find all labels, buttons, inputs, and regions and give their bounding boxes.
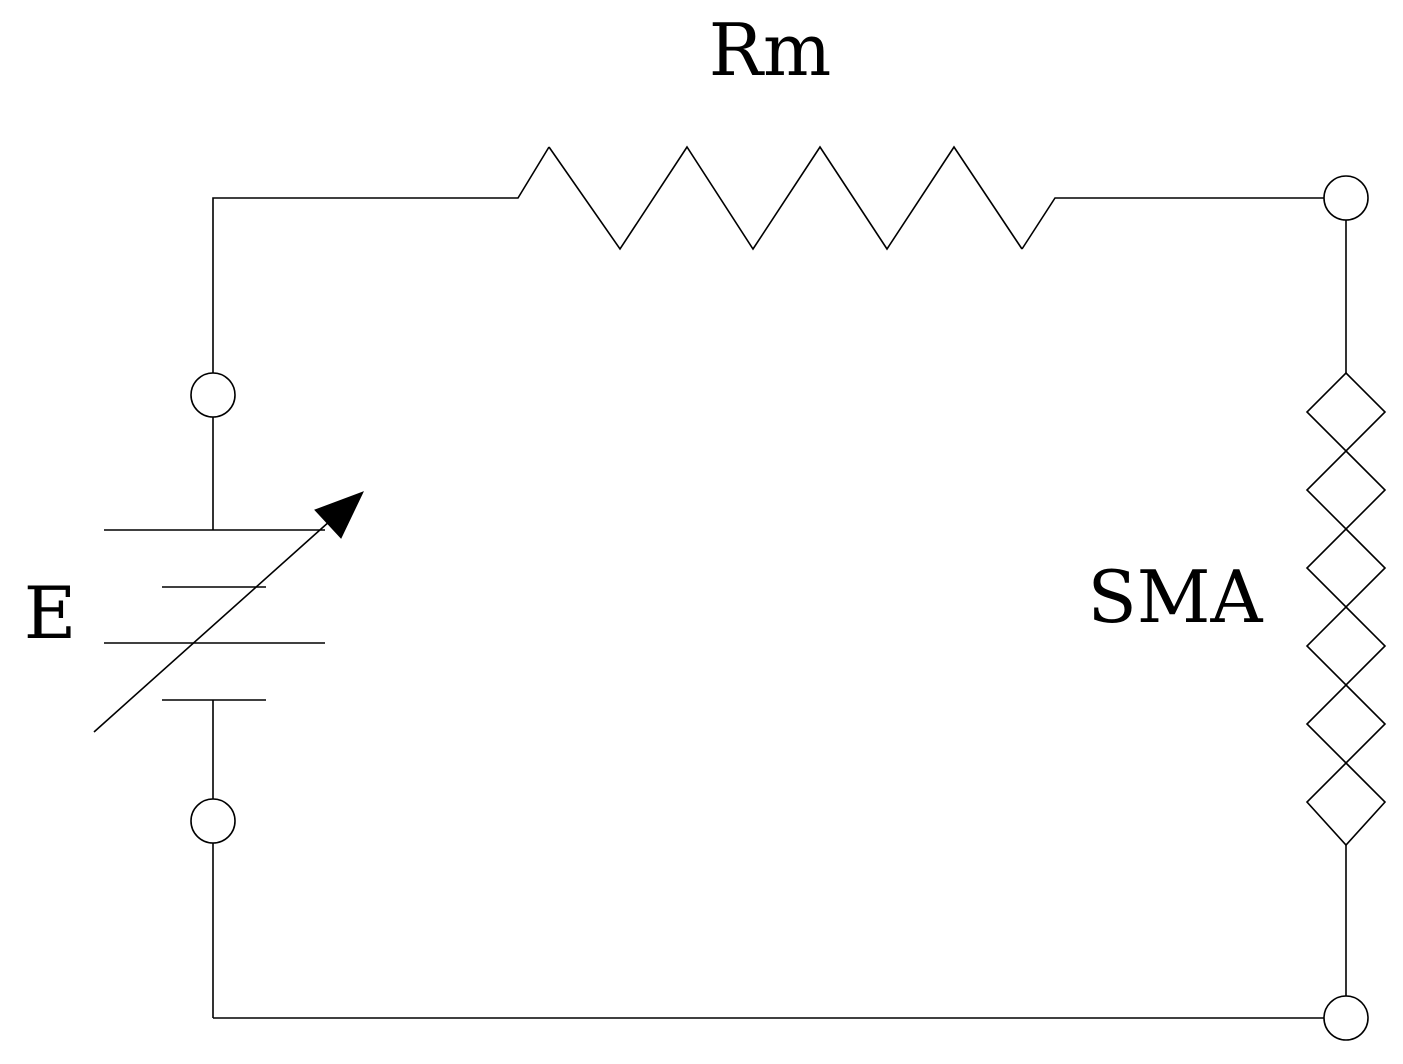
- terminal-top-right: [1323, 175, 1369, 221]
- label-sma: SMA: [1087, 555, 1263, 639]
- label-e: E: [24, 571, 77, 655]
- variable-arrow-shaft: [93, 511, 341, 733]
- terminal-bottom-right: [1323, 995, 1369, 1041]
- variable-arrow-head-icon: [314, 491, 364, 539]
- resistor-rm: [548, 145, 1023, 251]
- wire-top-left: [212, 146, 550, 373]
- label-rm: Rm: [709, 8, 831, 92]
- wire-top-right: [1021, 197, 1324, 250]
- terminal-left-upper: [190, 372, 236, 418]
- terminal-left-lower: [190, 798, 236, 844]
- variable-battery: [93, 491, 364, 733]
- sma-element: [1305, 371, 1387, 847]
